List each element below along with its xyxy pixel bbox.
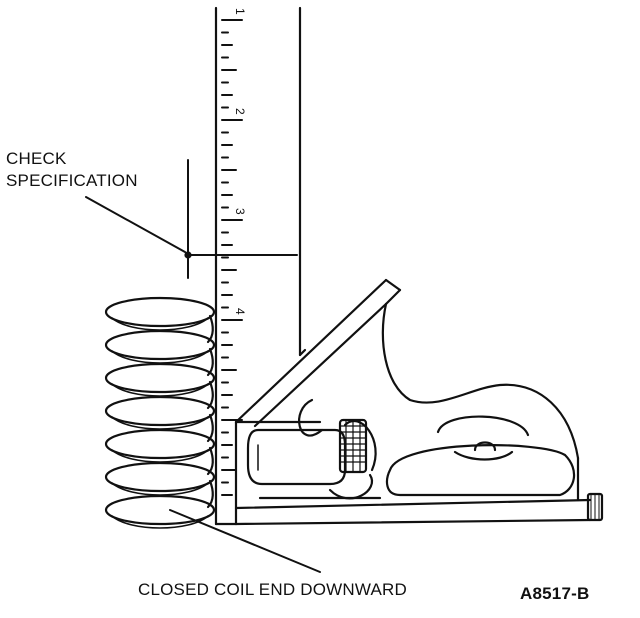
spring-coil — [104, 461, 216, 493]
spring-coil — [104, 494, 216, 526]
ruler-number-2: 2 — [233, 108, 247, 115]
callout-line-2: SPECIFICATION — [6, 171, 138, 190]
closed-coil-leader — [169, 509, 321, 573]
callout-line-1: CHECK — [6, 149, 67, 168]
spring-coil-shade — [111, 515, 209, 529]
ruler-number-3: 3 — [233, 208, 247, 215]
spec-height-line — [85, 159, 298, 279]
spring-coil — [104, 362, 216, 394]
ruler-number-1: 1 — [233, 8, 247, 15]
level-vial — [246, 398, 377, 500]
handle-slot — [385, 415, 576, 497]
square-head — [234, 278, 592, 526]
check-specification-callout: CHECK SPECIFICATION — [6, 148, 138, 192]
spring-coil — [104, 395, 216, 427]
spring-coil — [104, 296, 216, 328]
ruler-number-4: 4 — [233, 308, 247, 315]
coil-spring — [104, 296, 216, 529]
threaded-end — [586, 492, 604, 522]
ruler-ticks — [221, 19, 243, 496]
closed-coil-caption: CLOSED COIL END DOWNWARD — [138, 580, 407, 599]
figure-id: A8517-B — [520, 584, 590, 603]
spring-coil — [104, 428, 216, 460]
ruler-blade — [214, 6, 307, 526]
spring-coil — [104, 329, 216, 361]
knurled-lock-nut — [338, 418, 368, 474]
